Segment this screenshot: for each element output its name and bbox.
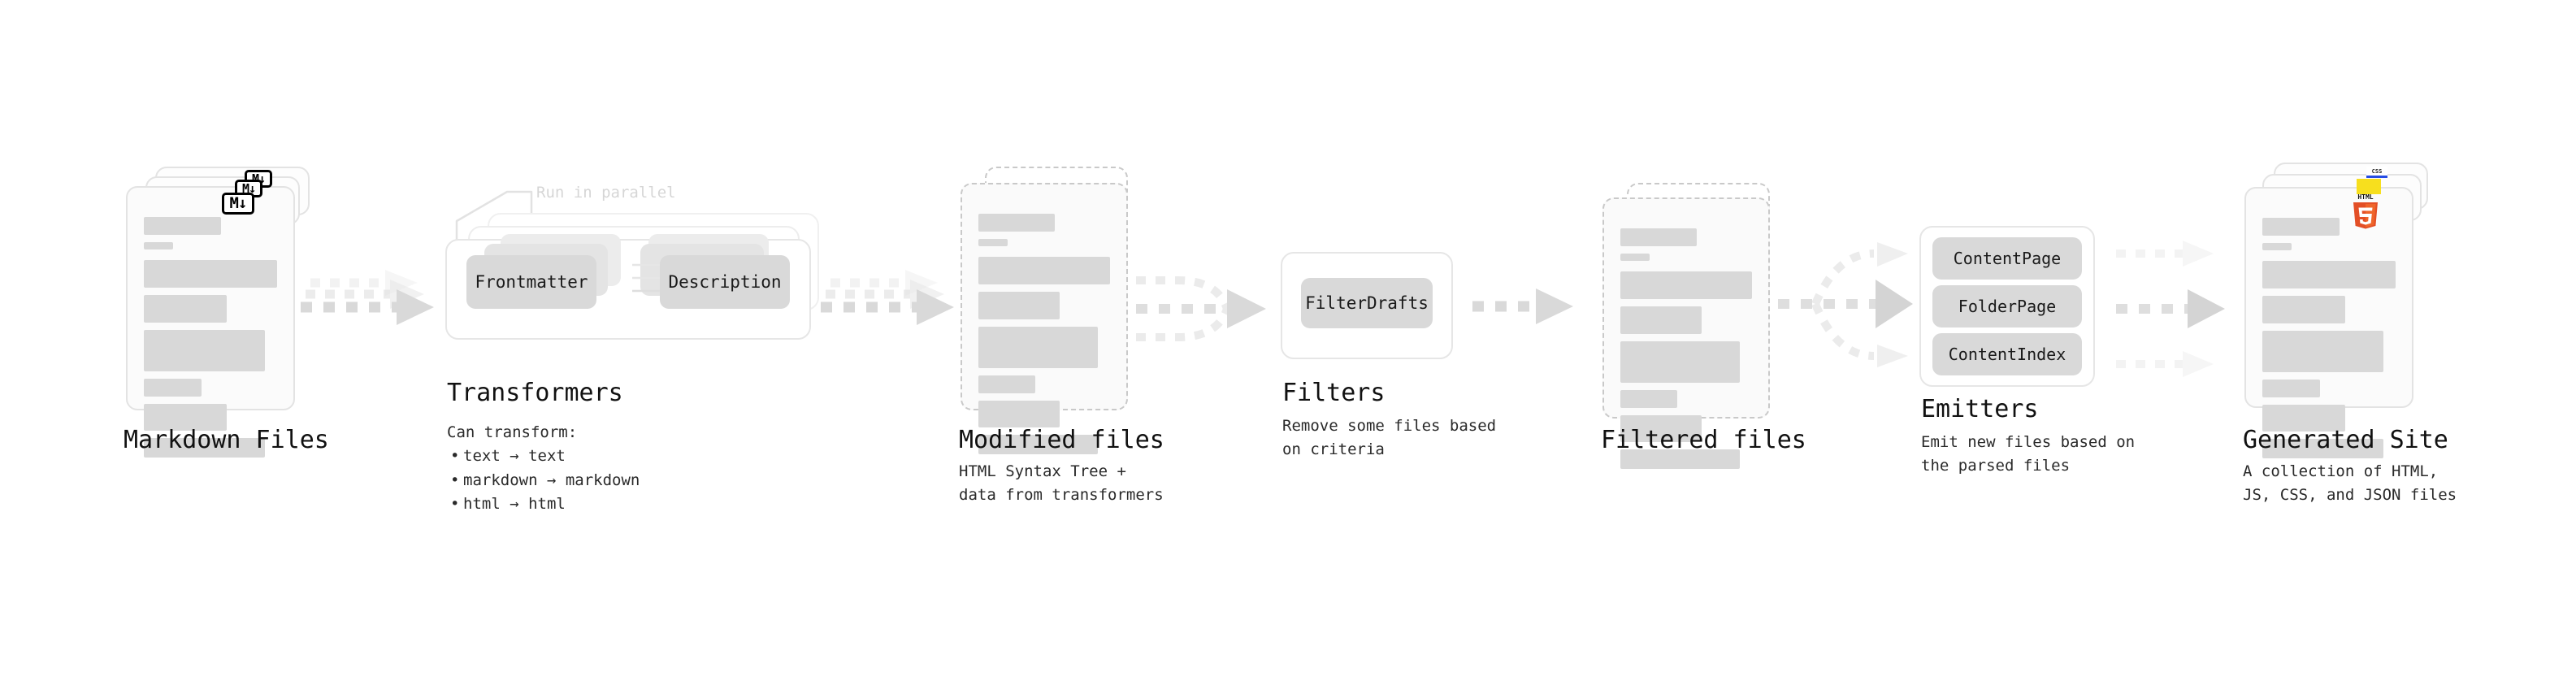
modified-files-card-stack: [961, 167, 1147, 454]
transformers-bullets: Can transform: text → text markdown → ma…: [447, 421, 640, 517]
chip-label: FilterDrafts: [1305, 293, 1429, 313]
markdown-skeleton: [144, 217, 277, 465]
chip-label: ContentIndex: [1948, 345, 2066, 364]
markdown-files-title: Markdown Files: [124, 426, 329, 454]
chip-label: FolderPage: [1958, 297, 2057, 316]
markdown-glyph: M↓: [229, 194, 248, 212]
generated-skeleton: [2262, 218, 2396, 466]
css-label: CSS: [2371, 168, 2383, 175]
filtered-files-title: Filtered files: [1601, 426, 1806, 454]
arrow-modified-to-filters-merge: [1136, 276, 1266, 341]
chip-label: ContentPage: [1953, 249, 2062, 268]
run-in-parallel-label: Run in parallel: [536, 184, 676, 202]
markdown-glyph: M↓: [241, 180, 256, 196]
arrow-emitters-to-generated: [2116, 241, 2225, 377]
transformers-group: Run in parallel Frontmatter: [445, 184, 819, 356]
markdown-files-card-stack: M↓ M↓ M↓: [126, 167, 313, 458]
generated-site-card-stack: CSS HTML: [2244, 163, 2439, 458]
filtered-files-card-stack: [1602, 183, 1789, 469]
html5-shield-icon: HTML: [2353, 193, 2378, 229]
transformers-title: Transformers: [447, 379, 623, 407]
run-in-parallel-bracket: [455, 190, 533, 244]
arrow-transformers-to-modified: [821, 270, 954, 325]
transformers-bullet-item: text → text: [450, 445, 640, 469]
transformers-bullet-item: markdown → markdown: [450, 469, 640, 493]
transformer-chip-description[interactable]: Description: [660, 255, 790, 309]
generated-site-subtitle: A collection of HTML, JS, CSS, and JSON …: [2243, 462, 2457, 504]
emitters-title: Emitters: [1921, 395, 2039, 423]
arrow-filters-to-filtered: [1472, 288, 1573, 324]
filtered-card-front: [1602, 197, 1770, 469]
transformers-bullet-item: html → html: [450, 492, 640, 517]
markdown-badge-front: M↓: [222, 193, 254, 215]
modified-files-subtitle: HTML Syntax Tree + data from transformer…: [959, 462, 1164, 504]
emitter-chip-contentindex[interactable]: ContentIndex: [1932, 333, 2082, 375]
emitter-chip-folderpage[interactable]: FolderPage: [1932, 285, 2082, 327]
css3-badge: CSS: [2366, 167, 2387, 178]
filtered-skeleton: [1620, 228, 1752, 476]
arrow-markdown-to-transformers: [301, 270, 434, 325]
transformers-bullets-lead: Can transform:: [447, 423, 578, 441]
filters-group: FilterDrafts: [1281, 252, 1459, 359]
modified-skeleton: [978, 214, 1110, 462]
transformer-chip-frontmatter[interactable]: Frontmatter: [466, 255, 596, 309]
emitter-chip-contentpage[interactable]: ContentPage: [1932, 237, 2082, 280]
filters-subtitle: Remove some files based on criteria: [1282, 417, 1497, 458]
arrow-filtered-to-emitters-split: [1778, 242, 1913, 367]
javascript-badge: [2357, 179, 2381, 194]
chip-label: Description: [668, 272, 782, 292]
generated-card-front: [2244, 187, 2413, 458]
filter-chip-filterdrafts[interactable]: FilterDrafts: [1301, 278, 1433, 328]
filters-title: Filters: [1282, 379, 1386, 407]
modified-files-title: Modified files: [959, 426, 1164, 454]
chip-label: Frontmatter: [475, 272, 588, 292]
markdown-card-front: [126, 186, 295, 458]
modified-card-front: [961, 183, 1128, 454]
css-underline: [2366, 176, 2387, 178]
generated-site-title: Generated Site: [2243, 426, 2448, 454]
emitters-group: ContentPage FolderPage ContentIndex: [1919, 226, 2106, 388]
emitters-subtitle: Emit new files based on the parsed files: [1921, 433, 2136, 475]
svg-text:HTML: HTML: [2357, 193, 2373, 201]
html5-badge: HTML: [2350, 192, 2381, 229]
